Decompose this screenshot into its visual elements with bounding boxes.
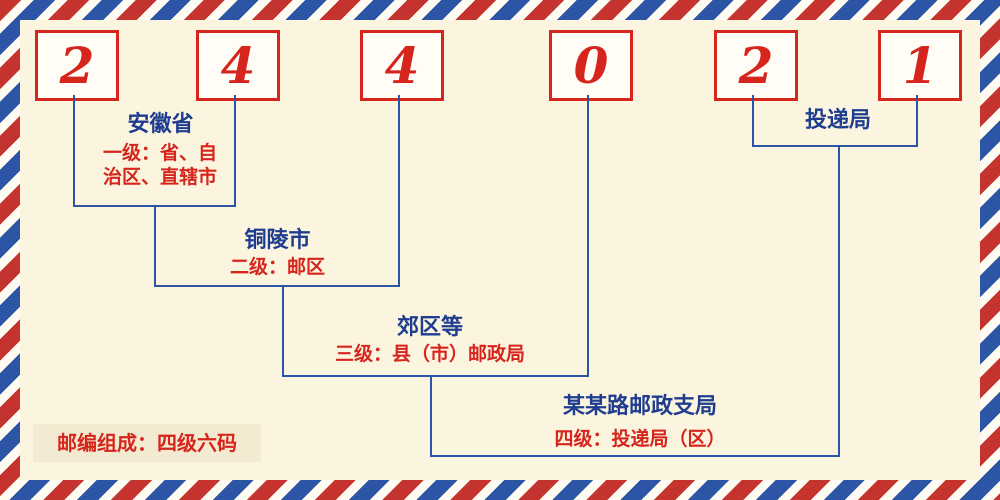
connector-delivery-right-line [916,95,918,147]
digit-5: 2 [738,35,774,95]
digit-1: 2 [59,35,95,95]
level2-desc-label: 二级：邮区 [229,256,325,278]
connector-level2-digit-line [398,95,400,285]
level3-desc-label: 三级：县（市）邮政局 [334,343,525,365]
connector-delivery-to-level4-line [838,147,840,455]
digit-4: 0 [573,35,609,95]
level3-name-label: 郊区等 [396,315,463,340]
digit-box-6: 1 [878,30,962,101]
digit-6: 1 [902,35,938,95]
level1-name-label: 安徽省 [127,112,194,137]
connector-level3-digit-line [587,95,589,375]
digit-2: 4 [220,35,256,95]
connector-delivery-bottom-line [752,145,918,147]
digit-box-5: 2 [714,30,798,101]
connector-level1-to-level2-line [154,207,156,285]
connector-level3-bottom-line [282,375,589,377]
digit-box-2: 4 [196,30,280,101]
connector-level1-bottom-line [73,205,236,207]
digit-box-3: 4 [360,30,444,101]
digit-3: 4 [384,35,420,95]
delivery-office-label: 投递局 [804,108,871,133]
level4-desc-label: 四级：投递局（区） [554,428,726,450]
digit-box-1: 2 [35,30,119,101]
connector-level1-right-line [234,95,236,205]
level1-desc-line2: 治区、直辖市 [102,166,217,188]
level1-desc-line1: 一级：省、自 [102,142,217,164]
connector-level1-left-line [73,95,75,205]
postal-code-composition-note: 邮编组成：四级六码 [33,424,261,462]
level2-name-label: 铜陵市 [244,228,311,253]
connector-level4-bottom-line [430,455,840,457]
connector-level2-to-level3-line [282,287,284,375]
connector-level2-bottom-line [154,285,400,287]
digit-box-4: 0 [549,30,633,101]
connector-delivery-left-line [752,95,754,147]
envelope-background [20,20,980,480]
connector-level3-to-level4-line [430,377,432,455]
level4-name-label: 某某路邮政支局 [562,394,717,419]
